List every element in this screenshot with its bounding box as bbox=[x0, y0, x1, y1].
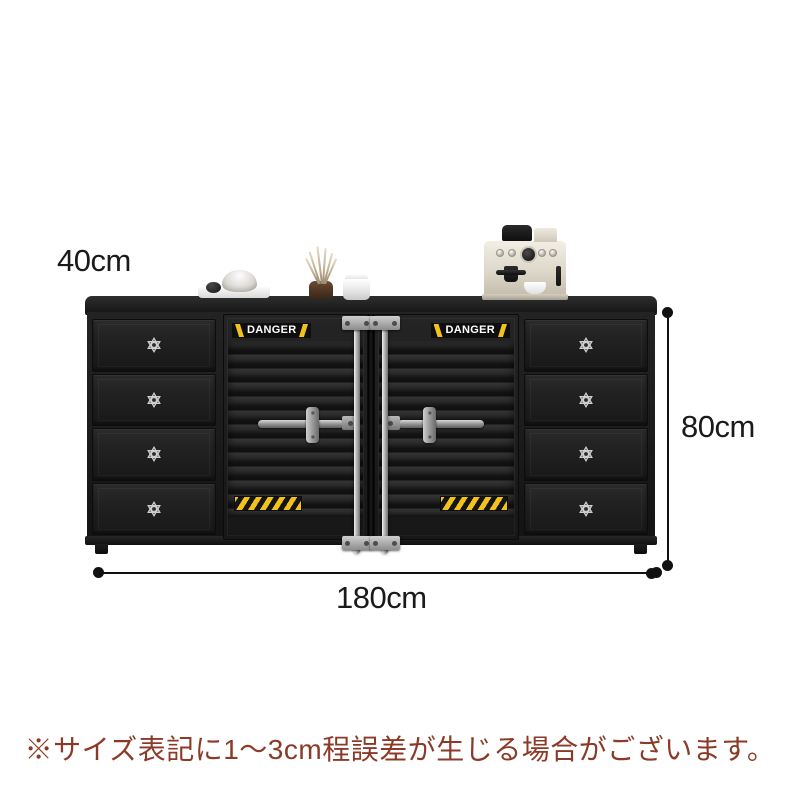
drawer[interactable] bbox=[524, 373, 648, 426]
rod-bracket-bottom-left bbox=[342, 536, 372, 550]
width-dimension-dot-left bbox=[93, 567, 104, 578]
hexagram-star-knob-icon bbox=[576, 444, 596, 464]
tray-icon bbox=[198, 287, 270, 298]
size-tolerance-footnote: ※サイズ表記に1〜3cm程誤差が生じる場合がございます。 bbox=[24, 734, 776, 765]
depth-dimension-label: 40cm bbox=[57, 243, 131, 278]
hexagram-star-knob-icon bbox=[144, 444, 164, 464]
height-dimension-line bbox=[667, 312, 669, 565]
danger-label-text: DANGER bbox=[247, 324, 297, 336]
espresso-hopper bbox=[502, 225, 532, 241]
hexagram-star-knob-icon bbox=[576, 499, 596, 519]
drawer[interactable] bbox=[92, 482, 216, 535]
door-corrugation-left bbox=[228, 341, 363, 517]
door-latch-bar-left[interactable] bbox=[258, 420, 344, 428]
hazard-stripe-left bbox=[234, 496, 302, 511]
espresso-button-icon bbox=[508, 249, 516, 257]
espresso-cup-icon bbox=[524, 282, 546, 294]
width-dimension-dot-right bbox=[651, 567, 662, 578]
container-door-right[interactable]: DANGER bbox=[374, 314, 519, 540]
rivet-icon bbox=[427, 411, 432, 415]
rivet-icon bbox=[310, 411, 315, 415]
width-dimension-label: 180cm bbox=[336, 580, 427, 615]
drawer-column-left bbox=[89, 316, 219, 538]
rivet-icon bbox=[427, 435, 432, 439]
hexagram-star-knob-icon bbox=[144, 335, 164, 355]
espresso-water-tank bbox=[534, 228, 557, 242]
espresso-portafilter bbox=[496, 270, 526, 275]
jar-lid-icon bbox=[345, 274, 368, 281]
height-dimension-label: 80cm bbox=[681, 409, 755, 444]
danger-label-text: DANGER bbox=[445, 324, 495, 336]
locking-rod-left[interactable] bbox=[354, 318, 360, 554]
door-corrugation-right bbox=[379, 341, 514, 517]
drawer-column-right bbox=[521, 316, 651, 538]
container-doors: DANGER DANGER bbox=[223, 314, 519, 554]
jar-icon bbox=[343, 279, 370, 300]
drawer[interactable] bbox=[524, 319, 648, 372]
rivet-icon bbox=[310, 435, 315, 439]
drawer[interactable] bbox=[92, 373, 216, 426]
espresso-steam-wand bbox=[556, 266, 561, 286]
hazard-chevron-icon bbox=[235, 324, 244, 337]
drawer[interactable] bbox=[92, 428, 216, 481]
cabinet-leg-right bbox=[634, 544, 647, 554]
width-dimension-line bbox=[98, 572, 656, 574]
locking-rod-right[interactable] bbox=[382, 318, 388, 554]
container-door-left[interactable]: DANGER bbox=[223, 314, 368, 540]
rod-bracket-top-right bbox=[370, 316, 400, 330]
drawer[interactable] bbox=[92, 319, 216, 372]
danger-placard-right: DANGER bbox=[430, 323, 510, 338]
espresso-button-icon bbox=[496, 249, 504, 257]
cabinet-top-surface bbox=[85, 296, 657, 314]
shell-icon bbox=[222, 270, 257, 292]
height-dimension-dot-bottom bbox=[662, 560, 673, 571]
cam-handle-right[interactable] bbox=[423, 407, 436, 443]
cam-handle-left[interactable] bbox=[306, 407, 319, 443]
drawer[interactable] bbox=[524, 428, 648, 481]
door-latch-bar-right[interactable] bbox=[398, 420, 484, 428]
hexagram-star-knob-icon bbox=[576, 390, 596, 410]
espresso-button-icon bbox=[538, 249, 546, 257]
rod-bracket-top-left bbox=[342, 316, 372, 330]
espresso-machine-icon bbox=[478, 222, 574, 300]
hexagram-star-knob-icon bbox=[144, 390, 164, 410]
drawer[interactable] bbox=[524, 482, 648, 535]
hazard-chevron-icon bbox=[433, 324, 443, 337]
height-dimension-dot-top bbox=[662, 307, 673, 318]
espresso-gauge-icon bbox=[520, 246, 537, 263]
hexagram-star-knob-icon bbox=[144, 499, 164, 519]
cabinet-leg-left bbox=[95, 544, 108, 554]
door-center-gap bbox=[368, 314, 374, 540]
diffuser-icon bbox=[309, 281, 333, 299]
product-sideboard: DANGER DANGER bbox=[85, 296, 657, 556]
espresso-button-icon bbox=[549, 249, 557, 257]
hazard-stripe-right bbox=[440, 496, 508, 511]
rod-bracket-bottom-right bbox=[370, 536, 400, 550]
danger-placard-left: DANGER bbox=[232, 323, 312, 338]
espresso-drip-tray bbox=[482, 294, 568, 300]
stone-icon bbox=[206, 282, 221, 293]
hexagram-star-knob-icon bbox=[576, 335, 596, 355]
